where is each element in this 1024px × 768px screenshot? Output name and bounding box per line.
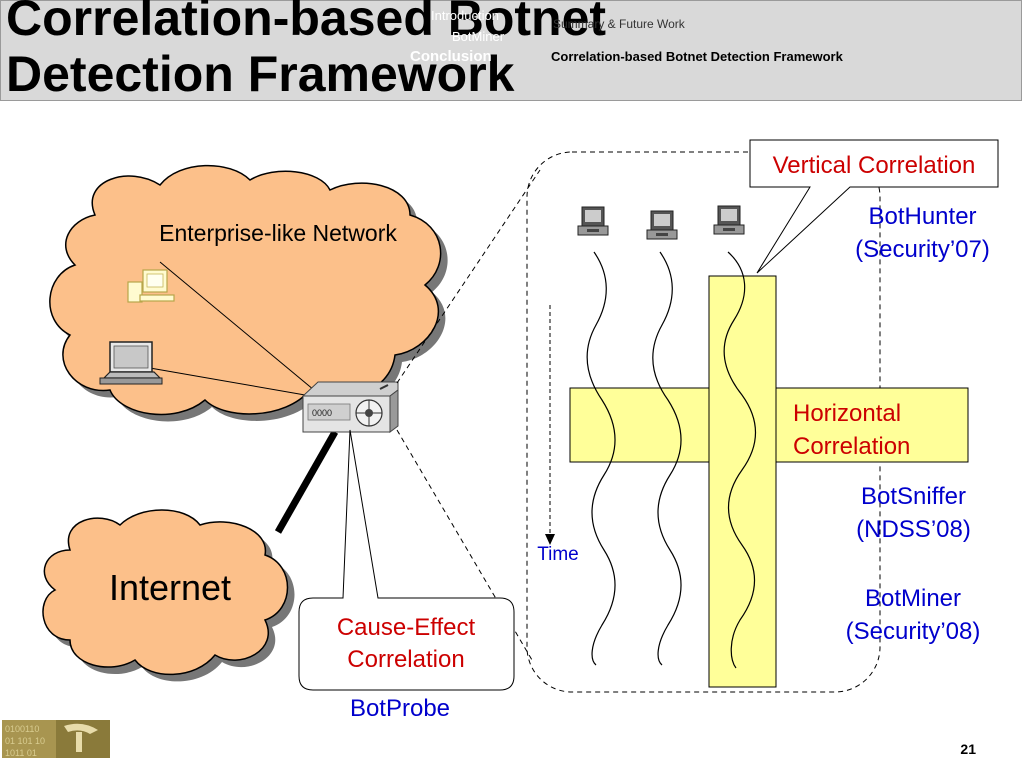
botprobe-label: BotProbe [349,695,451,722]
router-icon: 0000 [301,381,399,433]
internet-cloud [42,509,289,676]
internet-link [274,430,339,534]
laptop-icon [99,341,163,385]
nav-botminer[interactable]: BotMiner [452,29,505,44]
zoom-line-top [396,169,541,384]
router-label: 0000 [312,408,332,418]
host-1-timeline [586,251,616,666]
vertical-correlation-callout [749,139,999,274]
nav-introduction[interactable]: Introduction [431,8,499,23]
botsniffer-line-2: (NDSS’08) [856,516,971,543]
svg-text:0100110: 0100110 [5,724,39,734]
header-bar [0,0,1022,101]
bothunter-line-2: (Security’07) [855,236,990,263]
cause-effect-callout [298,429,515,691]
cause-effect-correlation-label: Cause-Effect Correlation [300,612,512,676]
cause-effect-line-1: Cause-Effect [336,614,476,641]
page-number: 21 [960,741,976,757]
internet-label: Internet [108,567,232,608]
horizontal-line-1: Horizontal [793,400,902,427]
current-section-label: Correlation-based Botnet Detection Frame… [551,49,843,64]
bothunter-label: BotHunter (Security’07) [830,200,1015,266]
botsniffer-line-1: BotSniffer [861,483,966,510]
enterprise-network-label: Enterprise-like Network [159,220,397,246]
title-line-2: Detection Framework [6,46,515,102]
cause-effect-line-2: Correlation [347,646,465,673]
slide-title: Correlation-based Botnet Detection Frame… [6,0,766,102]
horizontal-correlation-label: Horizontal Correlation [793,397,963,463]
svg-text:1011 01: 1011 01 [5,748,37,758]
botsniffer-label: BotSniffer (NDSS’08) [826,480,1001,546]
nav-conclusion[interactable]: Conclusion [410,48,492,65]
host-link-2 [149,367,306,396]
vertical-correlation-label: Vertical Correlation [772,152,976,179]
desktop-icon [127,269,175,303]
time-label: Time [537,544,579,565]
horizontal-line-2: Correlation [793,433,911,460]
botminer-line-2: (Security’08) [845,618,981,645]
svg-text:01 101 10: 01 101 10 [5,736,45,746]
botminer-label: BotMiner (Security’08) [824,582,1002,648]
host-3-timeline [723,251,757,669]
gtisc-logo: 0100110 01 101 10 1011 01 [2,720,110,766]
host-computer-icon-3 [713,205,745,235]
host-link-1 [159,261,321,396]
host-computer-icon-1 [577,206,609,236]
vertical-correlation-band [708,275,777,688]
host-2-timeline [652,251,682,666]
botminer-line-1: BotMiner [864,585,962,612]
nav-summary-future-work[interactable]: Summary & Future Work [553,17,685,31]
bothunter-line-1: BotHunter [868,203,977,230]
host-computer-icon-2 [646,210,678,240]
title-line-1: Correlation-based Botnet [6,0,607,46]
time-arrowhead [545,534,555,545]
